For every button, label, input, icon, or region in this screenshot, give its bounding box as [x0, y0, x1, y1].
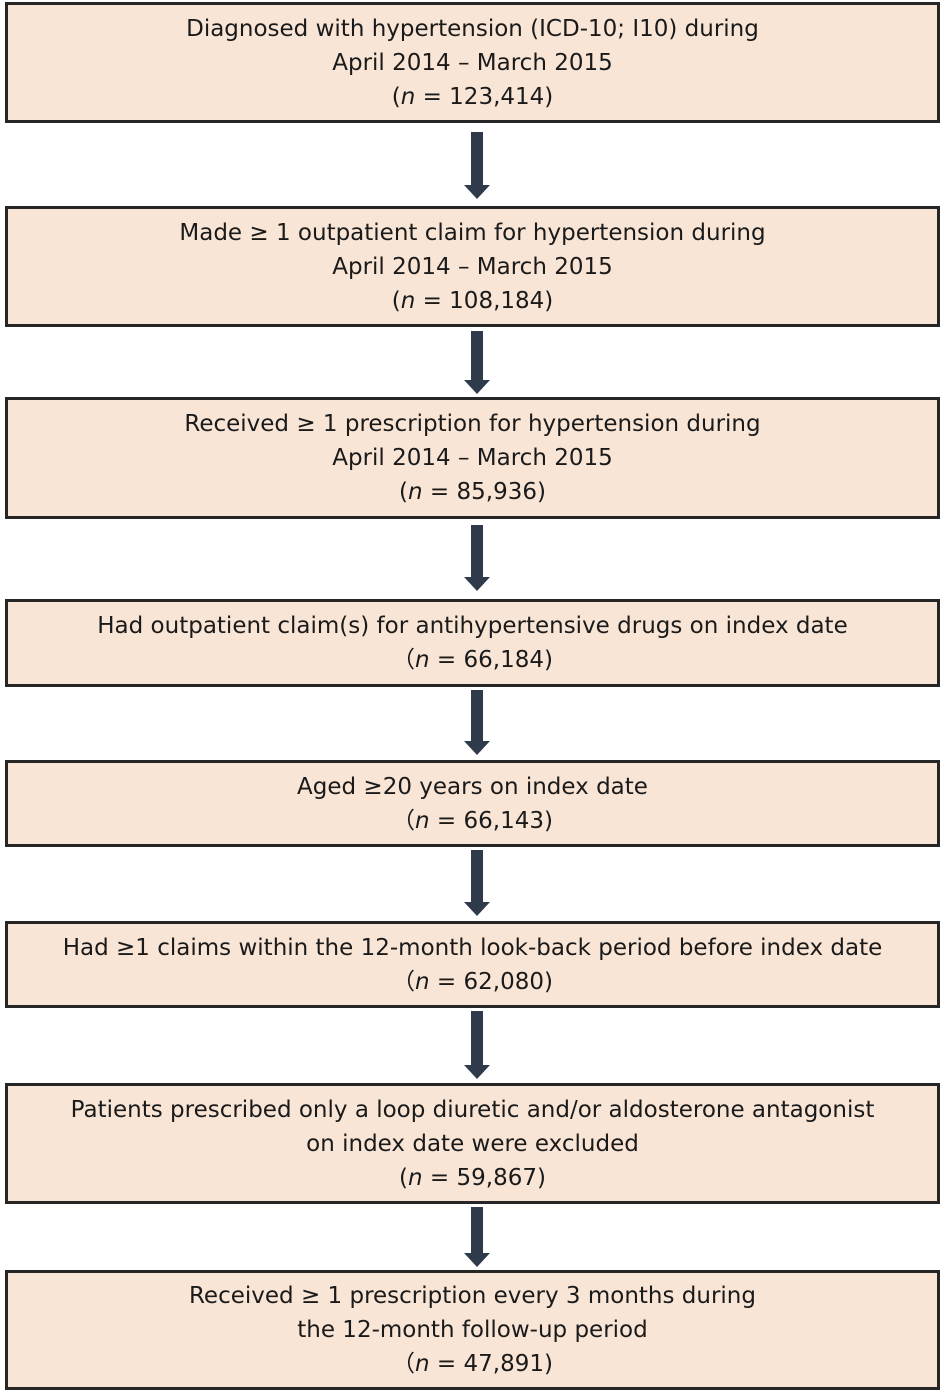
flow-box-3: Received ≥ 1 prescription for hypertensi… [5, 397, 940, 519]
arrow-4-icon [464, 690, 490, 755]
box-1-line-1: Diagnosed with hypertension (ICD-10; I10… [186, 15, 759, 42]
flow-box-7: Patients prescribed only a loop diuretic… [5, 1083, 940, 1204]
box-8-count: （n = 47,891) [392, 1351, 553, 1377]
box-8-count-value: 47,891 [463, 1351, 544, 1377]
box-8-line-2: the 12-month follow-up period [297, 1317, 648, 1343]
arrow-1-icon [464, 132, 490, 199]
box-5-line-1: Aged ≥20 years on index date [297, 773, 648, 800]
box-5-count: （n = 66,143) [392, 807, 553, 834]
box-6-count-value: 62,080 [463, 968, 544, 995]
arrow-2-icon [464, 331, 490, 394]
box-4-count: （n = 66,184) [392, 647, 553, 673]
box-4-count-value: 66,184 [463, 647, 544, 673]
box-7-line-1: Patients prescribed only a loop diuretic… [70, 1096, 875, 1123]
box-3-count-value: 85,936 [456, 479, 537, 505]
box-5-count-value: 66,143 [463, 807, 544, 834]
box-1-count: (n = 123,414) [391, 83, 554, 110]
box-7-count: (n = 59,867) [399, 1164, 546, 1191]
arrow-5-icon [464, 850, 490, 916]
flow-box-4: Had outpatient claim(s) for antihyperten… [5, 599, 940, 687]
box-2-line-2: April 2014 – March 2015 [332, 253, 613, 280]
box-3-line-2: April 2014 – March 2015 [332, 445, 613, 471]
flow-box-5: Aged ≥20 years on index date （n = 66,143… [5, 760, 940, 847]
arrow-7-icon [464, 1207, 490, 1267]
box-2-count-value: 108,184 [449, 287, 545, 314]
box-1-line-2: April 2014 – March 2015 [332, 49, 613, 76]
flow-box-1: Diagnosed with hypertension (ICD-10; I10… [5, 2, 940, 123]
box-3-line-1: Received ≥ 1 prescription for hypertensi… [184, 411, 761, 437]
box-6-count: （n = 62,080) [392, 968, 553, 995]
box-2-line-1: Made ≥ 1 outpatient claim for hypertensi… [179, 219, 766, 246]
box-3-count: (n = 85,936) [399, 479, 546, 505]
arrow-6-icon [464, 1011, 490, 1079]
box-2-count: (n = 108,184) [391, 287, 554, 314]
box-1-count-value: 123,414 [449, 83, 545, 110]
flow-box-2: Made ≥ 1 outpatient claim for hypertensi… [5, 206, 940, 327]
box-4-line-1: Had outpatient claim(s) for antihyperten… [97, 613, 848, 639]
box-7-line-2: on index date were excluded [306, 1130, 639, 1157]
flow-box-6: Had ≥1 claims within the 12-month look-b… [5, 921, 940, 1008]
box-6-line-1: Had ≥1 claims within the 12-month look-b… [62, 934, 883, 961]
box-8-line-1: Received ≥ 1 prescription every 3 months… [188, 1283, 756, 1309]
flow-box-8: Received ≥ 1 prescription every 3 months… [5, 1270, 940, 1390]
arrow-3-icon [464, 525, 490, 591]
box-7-count-value: 59,867 [456, 1164, 537, 1191]
